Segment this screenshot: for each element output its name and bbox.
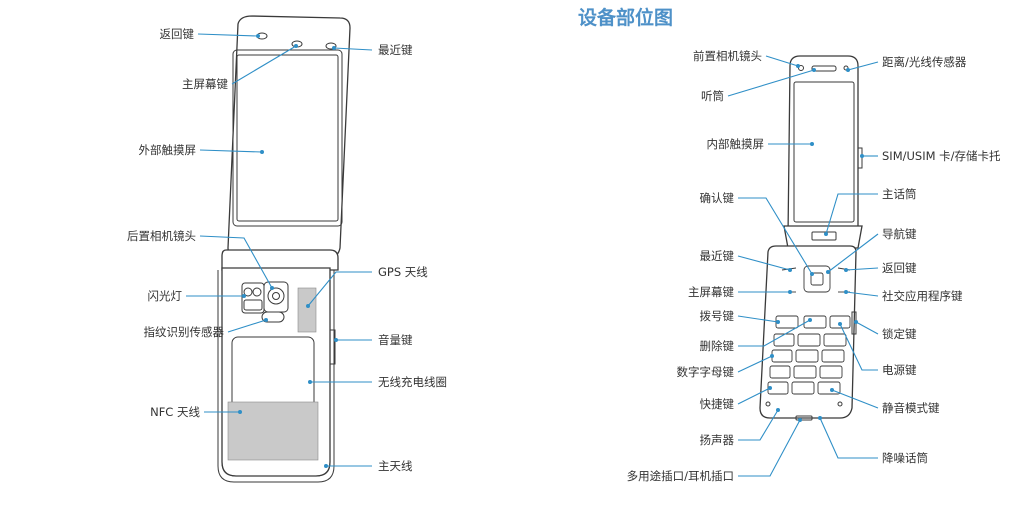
label-shortcut-key: 快捷键 (700, 397, 735, 411)
label-earpiece: 听筒 (701, 89, 724, 103)
left-labels: 返回键 主屏幕键 外部触摸屏 后置相机镜头 闪光灯 指纹识别传感器 NFC 天线… (127, 27, 447, 473)
page-title: 设备部位图 (578, 6, 673, 29)
label-internal-touchscreen: 内部触摸屏 (707, 137, 765, 151)
rear-camera-lens-inner (272, 292, 280, 300)
label-main-microphone: 主话筒 (882, 187, 917, 201)
label-front-camera: 前置相机镜头 (693, 49, 762, 63)
flash-led-1 (243, 287, 253, 297)
label-external-touchscreen: 外部触摸屏 (139, 143, 197, 157)
gps-antenna-area (297, 287, 317, 333)
label-silent-mode-key: 静音模式键 (882, 401, 940, 415)
label-home-key-front: 主屏幕键 (688, 285, 734, 299)
label-power-key: 电源键 (882, 363, 917, 377)
label-gps-antenna: GPS 天线 (378, 265, 428, 279)
main-mic-shape (811, 231, 837, 241)
label-main-antenna: 主天线 (378, 459, 413, 473)
right-leaders (727, 55, 879, 477)
volume-key-shape (329, 329, 336, 365)
label-confirm-key: 确认键 (700, 191, 735, 205)
label-delete-key: 删除键 (700, 339, 735, 353)
left-leaders (186, 33, 373, 468)
label-recent-key-front: 最近键 (700, 249, 735, 263)
recent-key-shape (325, 42, 337, 50)
label-navigation-key: 导航键 (882, 227, 917, 241)
right-phone (759, 55, 863, 421)
label-nfc-antenna: NFC 天线 (150, 405, 200, 419)
left-hinge (221, 249, 339, 271)
flash-lower (243, 299, 263, 311)
label-rear-camera: 后置相机镜头 (127, 229, 196, 243)
label-back-key-front: 返回键 (882, 261, 917, 275)
left-phone-upper-shell (227, 15, 351, 259)
earpiece-shape (811, 65, 837, 72)
left-phone (217, 15, 351, 483)
flash-led-2 (252, 287, 262, 297)
right-hinge (783, 225, 863, 249)
left-external-screen (232, 49, 343, 227)
label-home-key: 主屏幕键 (182, 77, 228, 91)
label-lock-key: 锁定键 (882, 327, 917, 341)
fingerprint-sensor-shape (261, 311, 285, 323)
main-antenna-shape (221, 461, 331, 477)
rear-camera-lens (267, 287, 285, 305)
right-labels: 前置相机镜头 听筒 内部触摸屏 确认键 最近键 主屏幕键 拨号键 删除键 数字字… (627, 49, 1001, 483)
label-multipurpose-jack: 多用途插口/耳机插口 (627, 469, 734, 483)
label-dial-key: 拨号键 (700, 309, 735, 323)
right-phone-upper-shell (787, 55, 859, 237)
label-wireless-charging-coil: 无线充电线圈 (378, 375, 447, 389)
left-phone-outline (217, 270, 335, 483)
front-camera-shape (798, 65, 804, 71)
internal-screen-shape (793, 81, 855, 223)
label-back-key: 返回键 (160, 27, 195, 41)
label-social-app-key: 社交应用程序键 (882, 289, 963, 303)
label-volume-key: 音量键 (378, 333, 413, 347)
label-flash: 闪光灯 (148, 289, 183, 303)
label-proximity-light-sensor: 距离/光线传感器 (882, 55, 967, 69)
label-alphanumeric-keys: 数字字母键 (677, 365, 735, 379)
multipurpose-jack-shape (795, 415, 813, 421)
label-noise-cancel-mic: 降噪话筒 (882, 451, 928, 465)
left-external-screen-inner (236, 54, 339, 222)
label-fingerprint-sensor: 指纹识别传感器 (144, 325, 225, 339)
nfc-antenna-area (227, 401, 319, 461)
label-sim-card-tray: SIM/USIM 卡/存储卡托 (882, 149, 1001, 163)
label-speaker: 扬声器 (700, 433, 735, 447)
confirm-key-shape (810, 272, 824, 286)
label-recent-key: 最近键 (378, 43, 413, 57)
